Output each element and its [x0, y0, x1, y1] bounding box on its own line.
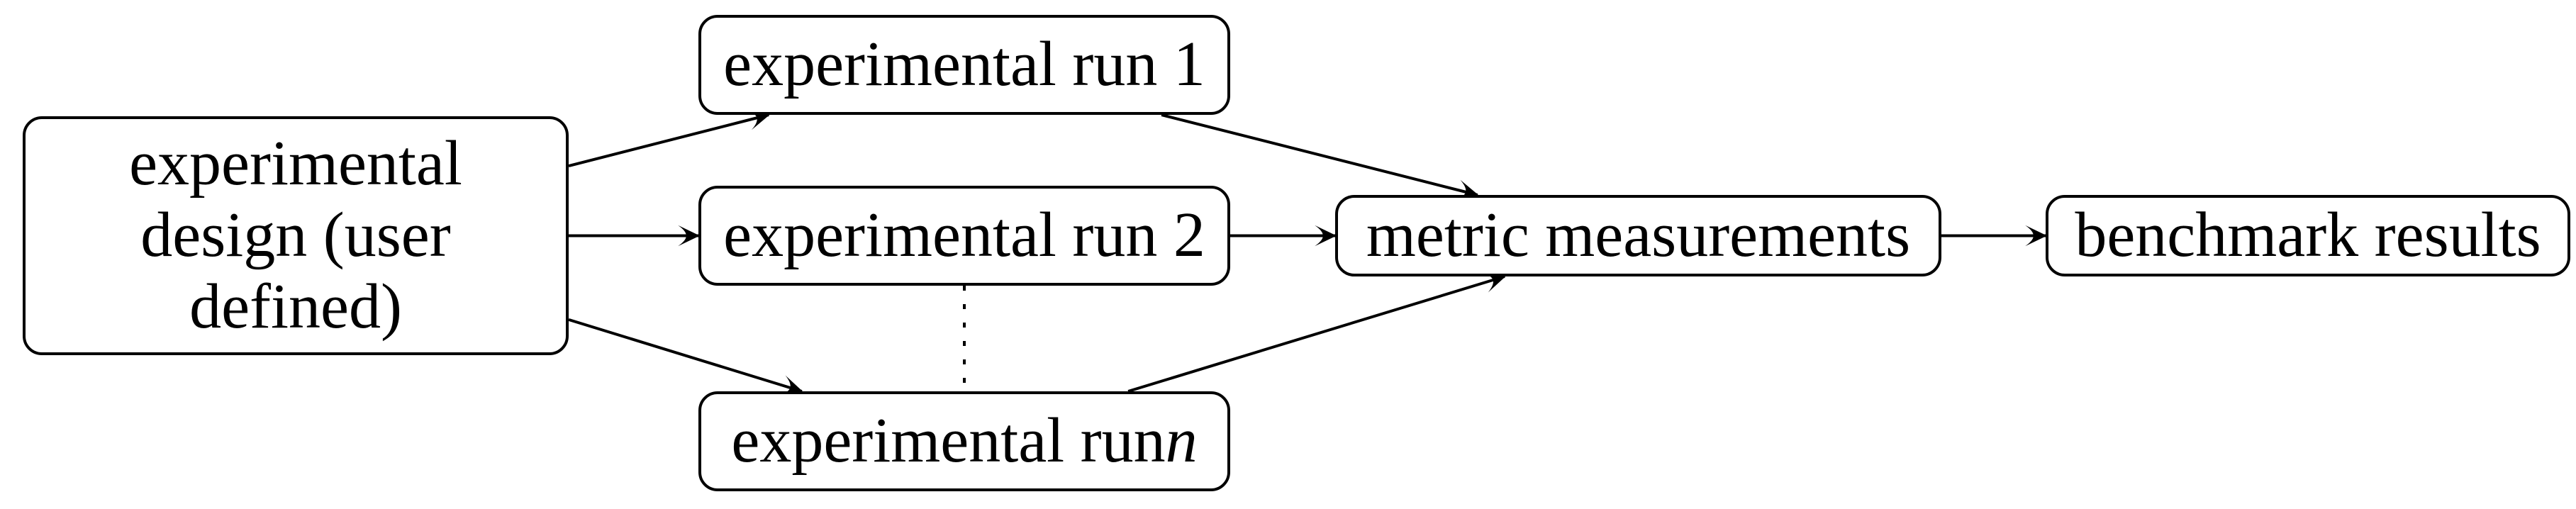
node-experimental-run-n: experimental run n [698, 391, 1230, 491]
node-metric-measurements: metric measurements [1335, 195, 1941, 276]
node-experimental-design: experimental design (user defined) [23, 116, 569, 355]
node-benchmark-results: benchmark results [2046, 195, 2570, 276]
node-experimental-run-2: experimental run 2 [698, 186, 1230, 286]
math-variable-n: n [1165, 405, 1198, 476]
node-experimental-run-1: experimental run 1 [698, 15, 1230, 115]
edge-design-to-run_n [568, 318, 803, 396]
node-label-text: experimental run [731, 405, 1166, 476]
edge-run1-to-metric [1161, 113, 1479, 201]
edge-design-to-run1 [568, 109, 770, 168]
edge-run_n-to-metric [1127, 272, 1506, 393]
